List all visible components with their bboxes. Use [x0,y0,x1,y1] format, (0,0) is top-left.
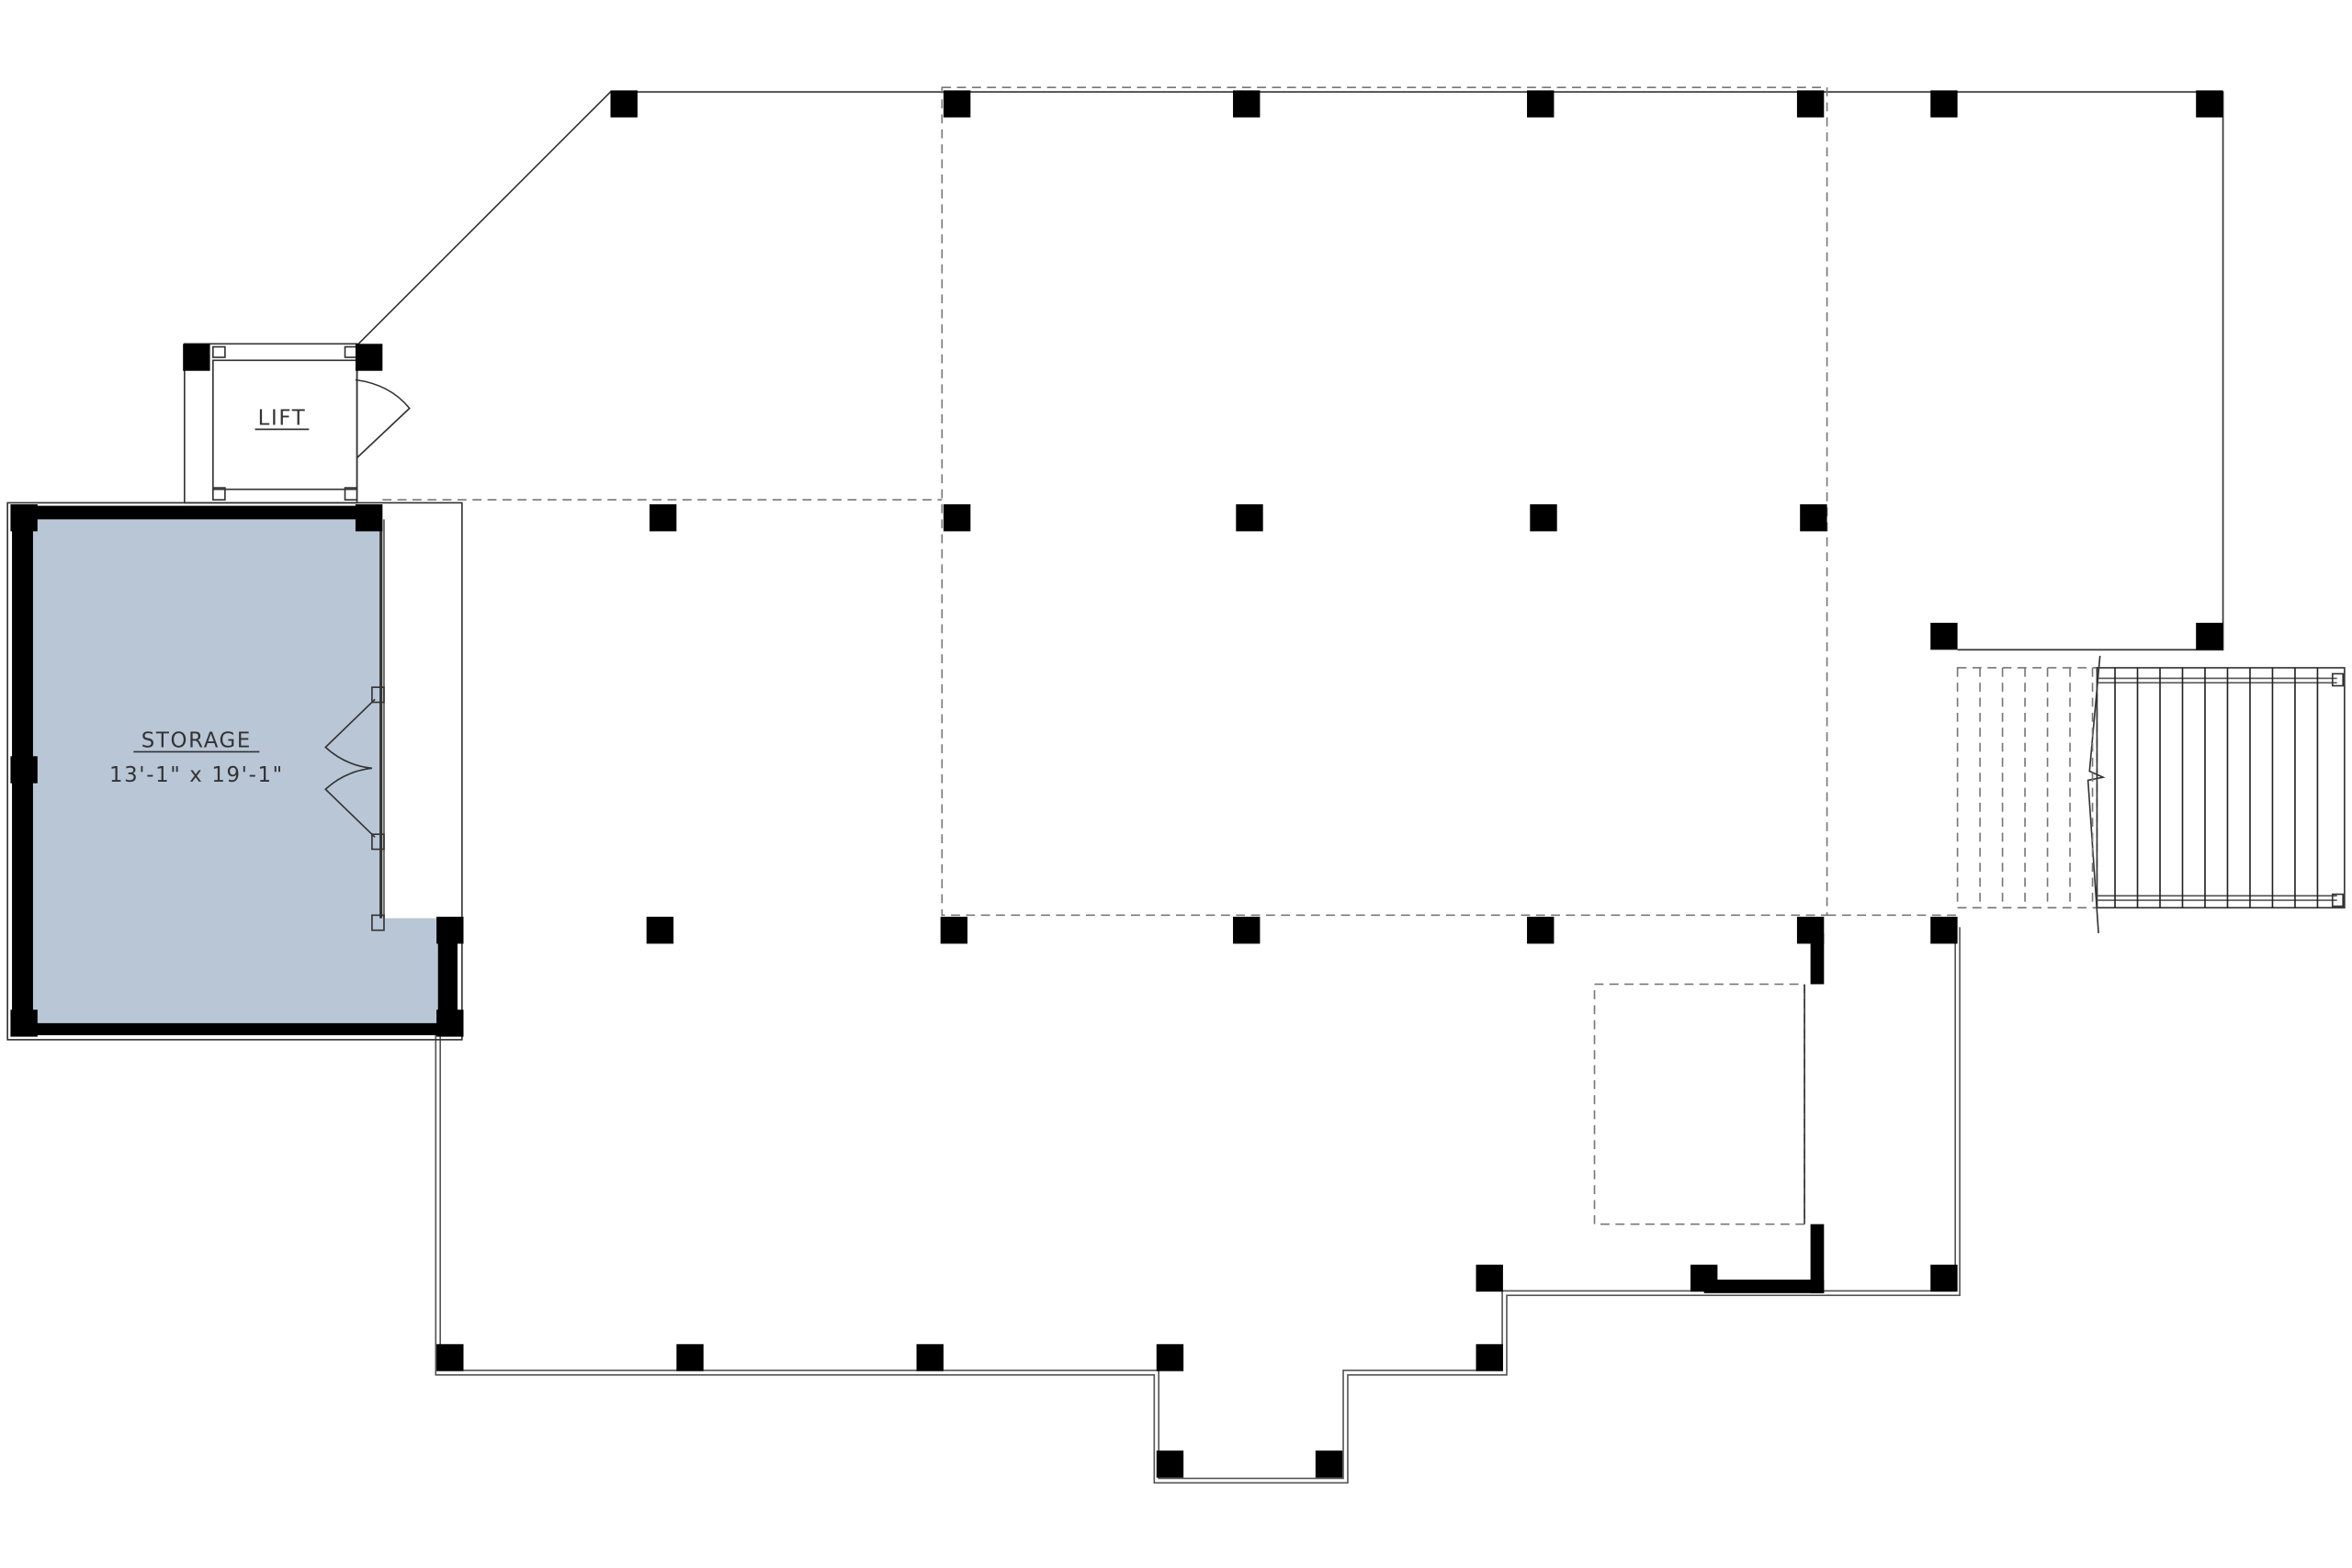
columns [10,90,2223,1478]
storage-dimensions: 13'-1" x 19'-1" [109,763,284,787]
column [1315,1450,1343,1478]
column [646,916,674,944]
column [1930,90,1958,118]
storage-fill [12,505,458,1035]
column [610,90,638,118]
l-wall [1703,932,1825,1293]
column [1930,622,1958,650]
column [940,916,968,944]
stair-break-line [2086,655,2106,934]
column [1156,1344,1184,1371]
column [1530,504,1557,532]
porch-outline [435,927,1961,1484]
column [676,1344,704,1371]
column [649,504,677,532]
stairs [1956,655,2346,934]
column [1796,916,1825,944]
column [10,504,38,532]
column [355,504,383,532]
column [1233,90,1261,118]
column [1476,1264,1503,1292]
upper-deck-outline [355,91,2224,651]
lift-room: LIFT [184,343,411,504]
column [1800,504,1827,532]
column [2196,622,2223,650]
column [943,504,971,532]
column [1156,1450,1184,1478]
column [1690,1264,1718,1292]
column [355,344,383,371]
column [1476,1344,1503,1371]
column [10,756,38,784]
column [1930,1264,1958,1292]
column [1796,90,1825,118]
lift-label: LIFT [258,406,307,430]
column [1233,916,1261,944]
column [183,344,210,371]
column [436,916,464,944]
column [2196,90,2223,118]
column [1527,90,1555,118]
column [10,1010,38,1037]
column [1930,916,1958,944]
covered-area-dashed [941,86,1828,917]
dashed-opening [1593,983,1805,1225]
column [1527,916,1555,944]
lift-door-swing [355,378,411,458]
column [436,1344,464,1371]
column [943,90,971,118]
column [916,1344,944,1371]
double-door-swing [324,698,376,839]
storage-label: STORAGE [141,729,252,753]
column [1236,504,1263,532]
storage-room: STORAGE 13'-1" x 19'-1" [6,502,463,1041]
column [436,1010,464,1037]
